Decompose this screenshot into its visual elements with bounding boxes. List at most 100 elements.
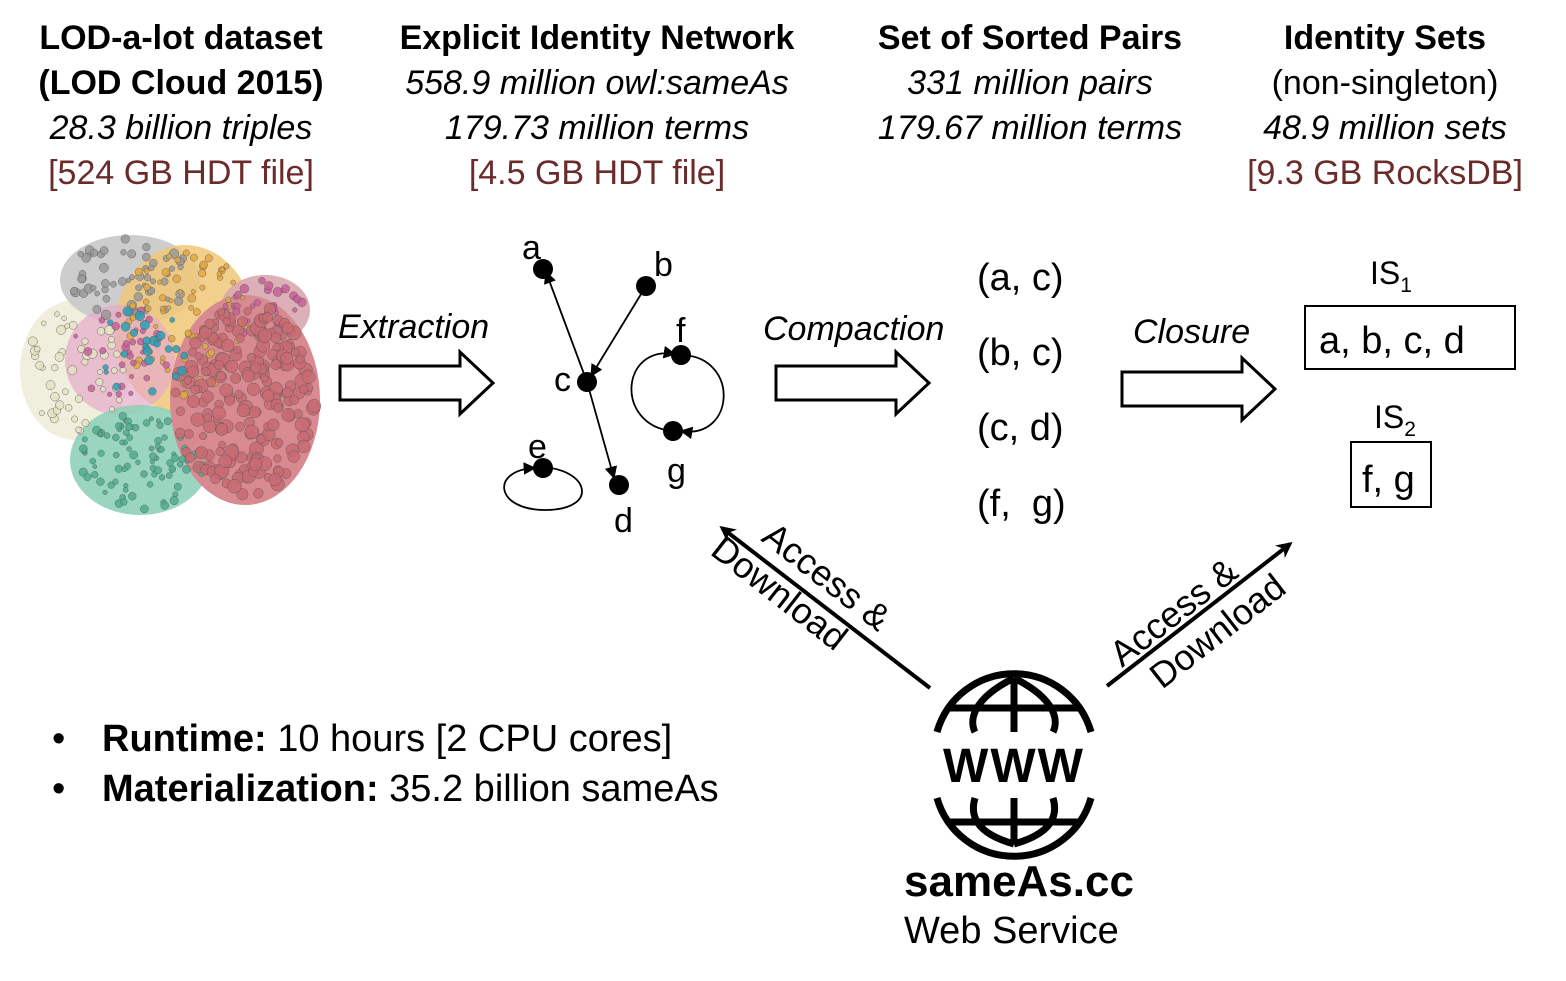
cloud-node-dot bbox=[108, 406, 115, 413]
cloud-node-dot bbox=[75, 426, 82, 434]
cloud-node-dot bbox=[250, 362, 262, 374]
edge-e-e bbox=[503, 462, 583, 511]
cloud-node-dot bbox=[114, 422, 123, 430]
cloud-node-dot bbox=[71, 415, 79, 423]
cloud-node-dot bbox=[215, 423, 229, 436]
node-f bbox=[671, 345, 691, 365]
cloud-node-dot bbox=[144, 355, 154, 366]
cloud-node-dot bbox=[120, 234, 130, 244]
cloud-node-dot bbox=[221, 338, 235, 353]
pair-item: (b, c) bbox=[977, 332, 1064, 374]
cloud-node-dot bbox=[35, 361, 45, 370]
cloud-node-dot bbox=[146, 481, 154, 488]
cloud-node-dot bbox=[83, 347, 93, 356]
cloud-node-dot bbox=[148, 416, 154, 422]
bullet-label: Runtime: bbox=[102, 718, 267, 760]
cloud-node-dot bbox=[176, 461, 184, 468]
cloud-node-dot bbox=[227, 478, 242, 494]
cloud-node-dot bbox=[159, 305, 166, 312]
cloud-node-dot bbox=[186, 394, 200, 408]
cloud-node-dot bbox=[164, 345, 173, 353]
node-b bbox=[636, 276, 656, 296]
cloud-node-dot bbox=[234, 290, 243, 299]
identity-set-box bbox=[1350, 441, 1432, 508]
cloud-node-dot bbox=[89, 457, 97, 465]
cloud-node-dot bbox=[248, 406, 261, 418]
cloud-node-dot bbox=[187, 365, 200, 378]
cloud-node-dot bbox=[267, 418, 280, 431]
cloud-node-dot bbox=[120, 321, 131, 332]
cloud-node-dot bbox=[187, 293, 197, 303]
cloud-node-dot bbox=[127, 249, 137, 259]
cloud-node-dot bbox=[165, 472, 173, 479]
cloud-node-dot bbox=[162, 361, 170, 369]
node-label-e: e bbox=[528, 428, 547, 466]
cloud-node-dot bbox=[236, 403, 251, 418]
cloud-node-dot bbox=[289, 395, 299, 405]
column-title: Set of Sorted Pairs bbox=[877, 19, 1183, 57]
cloud-node-dot bbox=[281, 407, 296, 422]
cloud-node-dot bbox=[120, 498, 128, 506]
cloud-node-dot bbox=[33, 345, 41, 353]
cloud-node-dot bbox=[81, 252, 92, 263]
column-size: [9.3 GB RocksDB] bbox=[1247, 154, 1523, 192]
cloud-node-dot bbox=[130, 359, 137, 367]
cloud-node-dot bbox=[174, 256, 181, 264]
cloud-node-dot bbox=[128, 492, 137, 501]
cloud-node-dot bbox=[154, 437, 162, 445]
cloud-node-dot bbox=[184, 329, 192, 337]
cloud-node-dot bbox=[129, 274, 135, 281]
cloud-node-dot bbox=[173, 482, 182, 491]
cloud-node-dot bbox=[201, 367, 211, 377]
cloud-node-dot bbox=[139, 320, 150, 330]
cloud-node-dot bbox=[242, 369, 255, 383]
identity-set-2: IS2 f, g bbox=[1350, 399, 1432, 508]
cloud-node-dot bbox=[189, 336, 202, 350]
cloud-node-dot bbox=[54, 352, 65, 362]
cloud-node-dot bbox=[192, 308, 201, 316]
cloud-node-dot bbox=[204, 318, 215, 329]
cloud-node-dot bbox=[103, 369, 109, 375]
cloud-node-dot bbox=[104, 325, 115, 336]
node-label-g: g bbox=[667, 452, 686, 490]
cloud-node-dot bbox=[190, 384, 201, 395]
cloud-node-dot bbox=[130, 328, 138, 337]
cloud-node-dot bbox=[218, 454, 233, 469]
cloud-node-dot bbox=[102, 489, 108, 495]
cloud-node-dot bbox=[166, 253, 173, 260]
identity-set-label: IS1 bbox=[1370, 255, 1412, 297]
cloud-node-dot bbox=[125, 423, 133, 431]
cloud-node-dot bbox=[140, 470, 148, 478]
edge-c-a bbox=[544, 270, 588, 383]
cloud-node-dot bbox=[92, 305, 102, 314]
edge-g-f bbox=[630, 345, 677, 432]
cloud-node-dot bbox=[217, 307, 226, 316]
cloud-node-dot bbox=[262, 389, 275, 402]
cloud-node-dot bbox=[294, 417, 310, 433]
cloud-node-dot bbox=[272, 342, 281, 352]
column-identity-network: Explicit Identity Network 558.9 million … bbox=[368, 16, 826, 196]
cloud-node-dot bbox=[129, 302, 137, 310]
cloud-node-dot bbox=[188, 304, 194, 311]
cloud-node-dot bbox=[172, 345, 181, 353]
identity-set-members: f, g bbox=[1362, 459, 1415, 501]
cloud-node-dot bbox=[194, 352, 203, 361]
cloud-node-dot bbox=[113, 350, 121, 358]
access-label-left: Access & Download bbox=[704, 514, 899, 658]
cloud-node-dot bbox=[253, 488, 264, 499]
cloud-node-dot bbox=[203, 413, 213, 423]
cloud-node-dot bbox=[293, 295, 302, 304]
cloud-node-dot bbox=[142, 419, 151, 427]
cloud-node-dot bbox=[143, 283, 151, 291]
cloud-node-dot bbox=[97, 369, 103, 375]
sorted-pairs-list: (a, c) (b, c) (c, d) (f, g) bbox=[977, 257, 1066, 525]
cloud-node-dot bbox=[301, 369, 316, 385]
cloud-node-dot bbox=[100, 386, 107, 393]
cloud-node-dot bbox=[97, 449, 105, 457]
cloud-node-dot bbox=[91, 471, 99, 479]
cloud-node-dot bbox=[273, 403, 284, 413]
cloud-node-dot bbox=[225, 360, 239, 373]
column-title: LOD-a-lot dataset bbox=[39, 19, 323, 57]
cloud-node-dot bbox=[118, 277, 127, 286]
cloud-node-dot bbox=[134, 267, 143, 276]
